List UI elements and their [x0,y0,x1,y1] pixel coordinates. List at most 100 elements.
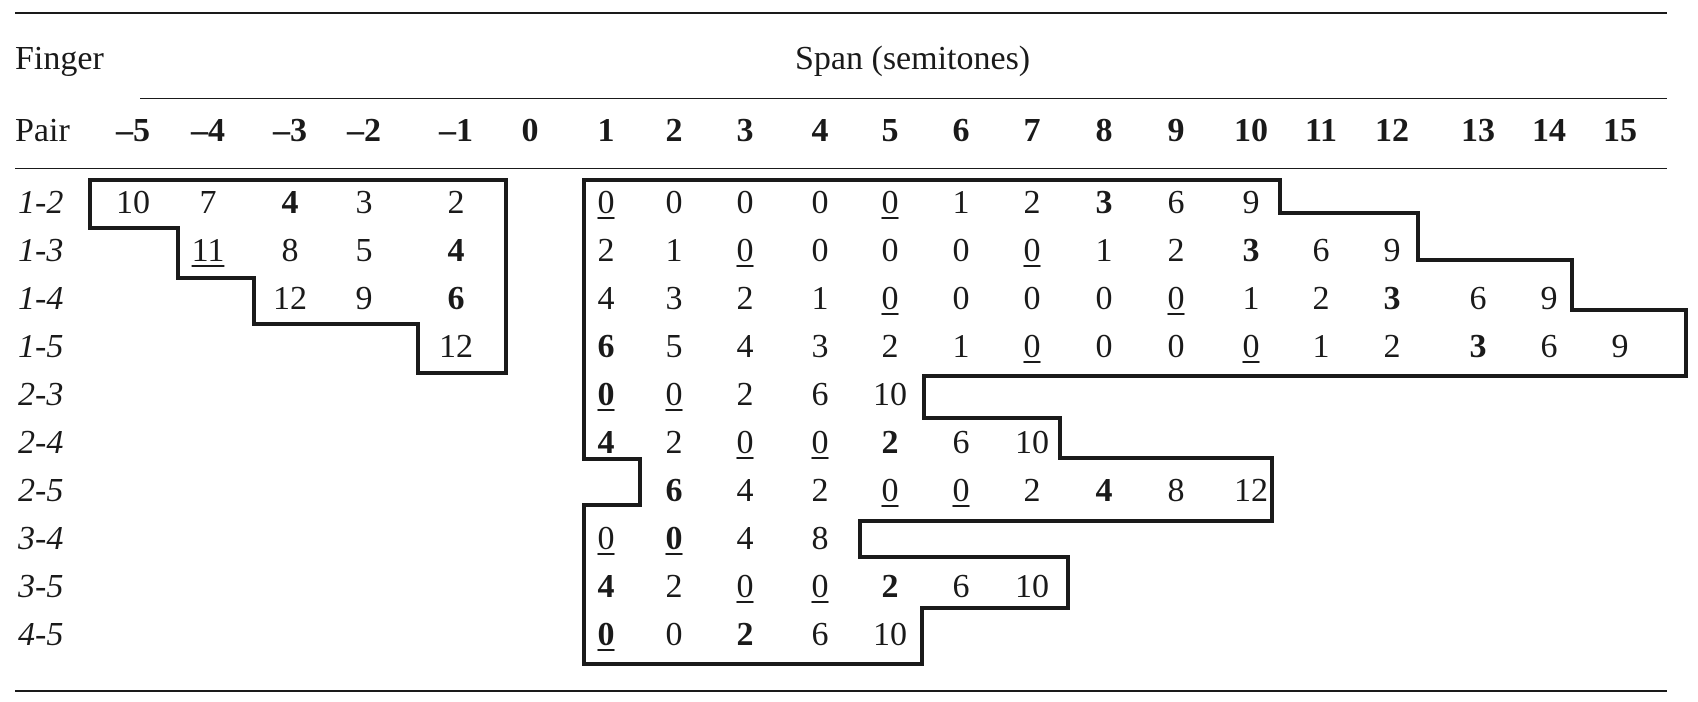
table-cell: 9 [1540,280,1558,317]
table-cell: 2 [736,616,754,653]
span-header-rule [140,98,1667,99]
table-cell: 0 [1095,280,1113,317]
table-cell: 2 [1383,328,1401,365]
column-header: 4 [811,112,829,149]
table-cell: 2 [665,568,683,605]
column-header: 8 [1095,112,1113,149]
header-bottom-rule [15,168,1667,169]
table-cell: 2 [597,232,615,269]
table-cell: 3 [355,184,373,221]
table-cell: 1 [1242,280,1260,317]
finger-pair-label: 1-4 [18,280,64,317]
table-cell: 0 [597,616,615,653]
table-cell: 0 [736,568,754,605]
table-cell: 0 [811,232,829,269]
finger-pair-label: 4-5 [18,616,64,653]
table-cell: 10 [873,616,907,653]
table-cell: 0 [665,520,683,557]
table-cell: 0 [881,280,899,317]
table-cell: 0 [811,184,829,221]
table-cell: 0 [1242,328,1260,365]
table-cell: 0 [1167,280,1185,317]
column-header: –3 [273,112,307,149]
column-header: 15 [1603,112,1637,149]
pair-header: Pair [15,112,70,149]
table-cell: 2 [665,424,683,461]
table-cell: 9 [1242,184,1260,221]
column-header: 2 [665,112,683,149]
table-cell: 0 [665,376,683,413]
column-header: 3 [736,112,754,149]
table-cell: 12 [273,280,307,317]
table-cell: 10 [1015,568,1049,605]
table-cell: 4 [597,280,615,317]
table-cell: 4 [597,568,615,605]
table-cell: 8 [811,520,829,557]
table-cell: 2 [881,424,899,461]
table-cell: 1 [1312,328,1330,365]
finger-pair-label: 2-5 [18,472,64,509]
table-cell: 0 [1023,328,1041,365]
table-cell: 0 [736,424,754,461]
table-cell: 0 [1023,232,1041,269]
column-header: 5 [881,112,899,149]
table-cell: 2 [447,184,465,221]
table-cell: 9 [355,280,373,317]
table-cell: 1 [952,328,970,365]
table-cell: 3 [1469,328,1487,365]
table-cell: 6 [1167,184,1185,221]
table-cell: 3 [665,280,683,317]
table-cell: 8 [1167,472,1185,509]
table-cell: 0 [881,472,899,509]
table-cell: 3 [811,328,829,365]
table-cell: 0 [881,232,899,269]
table-cell: 6 [1540,328,1558,365]
table-cell: 2 [736,280,754,317]
table-cell: 5 [355,232,373,269]
table-cell: 4 [736,472,754,509]
table-cell: 3 [1383,280,1401,317]
table-cell: 2 [1312,280,1330,317]
table-cell: 1 [952,184,970,221]
table-cell: 0 [736,184,754,221]
column-header: 10 [1234,112,1268,149]
table-cell: 10 [116,184,150,221]
negative-span-outline [88,178,508,375]
table-cell: 4 [736,328,754,365]
column-header: 14 [1532,112,1566,149]
column-header: 7 [1023,112,1041,149]
span-header: Span (semitones) [795,40,1031,77]
table-cell: 12 [439,328,473,365]
column-header: 9 [1167,112,1185,149]
finger-header: Finger [15,40,104,77]
finger-pair-label: 1-2 [18,184,64,221]
table-cell: 3 [1242,232,1260,269]
column-header: 6 [952,112,970,149]
finger-pair-label: 2-3 [18,376,64,413]
table-cell: 0 [952,280,970,317]
table-cell: 2 [1023,184,1041,221]
table-cell: 1 [1095,232,1113,269]
table-cell: 0 [1167,328,1185,365]
table-cell: 6 [597,328,615,365]
top-rule [15,12,1667,14]
table-cell: 0 [736,232,754,269]
table-cell: 2 [811,472,829,509]
bottom-rule [15,690,1667,692]
column-header: 12 [1375,112,1409,149]
table-cell: 4 [447,232,465,269]
table-cell: 7 [199,184,217,221]
finger-pair-label: 3-5 [18,568,64,605]
table-cell: 6 [447,280,465,317]
finger-pair-label: 1-3 [18,232,64,269]
finger-pair-label: 2-4 [18,424,64,461]
table-cell: 2 [881,328,899,365]
finger-pair-label: 1-5 [18,328,64,365]
table-cell: 12 [1234,472,1268,509]
table-cell: 0 [811,568,829,605]
column-header: –2 [347,112,381,149]
table-cell: 9 [1383,232,1401,269]
table-cell: 6 [811,616,829,653]
column-header: –4 [191,112,225,149]
table-cell: 4 [736,520,754,557]
